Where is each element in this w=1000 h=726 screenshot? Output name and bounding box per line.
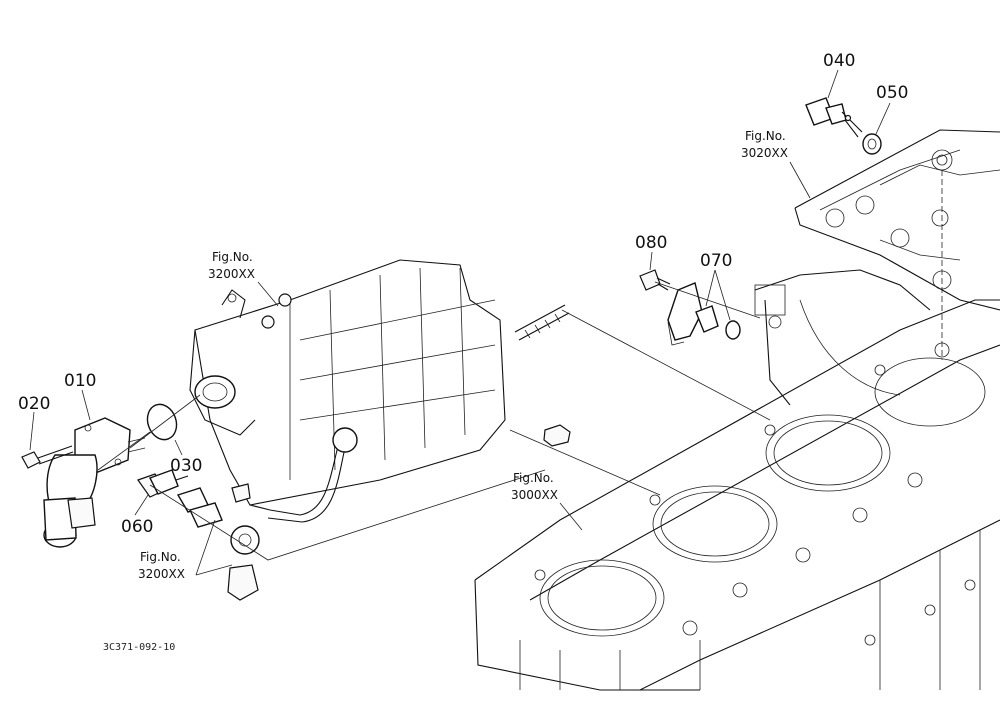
part-050-washer xyxy=(862,133,882,155)
callout-050: 050 xyxy=(876,83,908,103)
part-070-sensor xyxy=(667,282,741,346)
part-030-o-ring xyxy=(146,403,178,441)
fig-ref-number: 3200XX xyxy=(138,567,185,581)
callout-080: 080 xyxy=(635,233,667,253)
fig-ref-number: 3020XX xyxy=(741,146,788,160)
callout-040: 040 xyxy=(823,51,855,71)
callout-030: 030 xyxy=(170,456,202,476)
callout-060: 060 xyxy=(121,517,153,537)
part-010-solenoid xyxy=(43,417,146,548)
injection-pump-drawing xyxy=(189,259,571,601)
callout-020: 020 xyxy=(18,394,50,414)
fig-ref-label: Fig.No. xyxy=(212,250,253,264)
part-060-sensor xyxy=(137,469,223,528)
fig-ref-pump-top: Fig.No. 3200XX xyxy=(208,250,255,281)
fig-ref-cylinder-head: Fig.No. 3020XX xyxy=(741,129,788,160)
fig-ref-number: 3000XX xyxy=(511,488,558,502)
callout-010: 010 xyxy=(64,371,96,391)
callout-070: 070 xyxy=(700,251,732,271)
part-080-bolt xyxy=(639,269,671,291)
part-020-bolt xyxy=(21,445,74,469)
fig-ref-label: Fig.No. xyxy=(745,129,786,143)
fig-ref-label: Fig.No. xyxy=(140,550,181,564)
cylinder-head-drawing xyxy=(794,129,1000,360)
fig-ref-label: Fig.No. xyxy=(513,471,554,485)
drawing-code: 3C371-092-10 xyxy=(103,642,175,653)
leader-lines xyxy=(29,69,891,576)
fig-ref-pump-bottom: Fig.No. 3200XX xyxy=(138,550,185,581)
fig-ref-number: 3200XX xyxy=(208,267,255,281)
fig-ref-crankcase: Fig.No. 3000XX xyxy=(511,471,558,502)
part-040-sensor xyxy=(805,97,863,138)
engine-block-drawing xyxy=(474,269,1000,691)
